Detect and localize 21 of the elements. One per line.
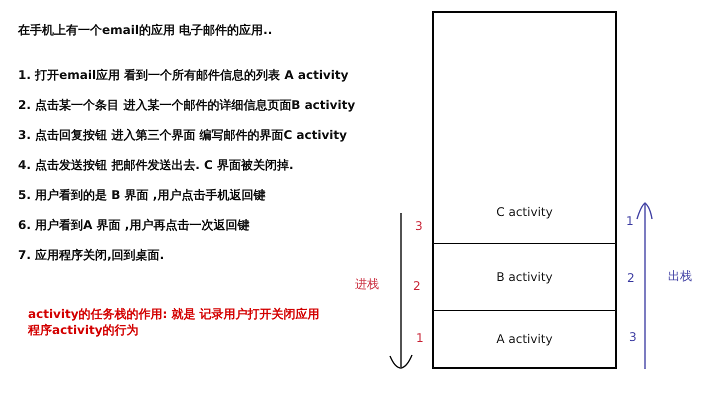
step-number: 2 — [413, 279, 421, 293]
step-number: 3 — [415, 219, 423, 233]
step-text: 3. 点击回复按钮 进入第三个界面 编写邮件的界面C activity — [18, 128, 347, 142]
activity-label: A activity — [496, 332, 553, 346]
title: 在手机上有一个email的应用 电子邮件的应用.. — [18, 23, 272, 37]
step-text: 7. 应用程序关闭,回到桌面. — [18, 248, 164, 262]
step-text: 1. 打开email应用 看到一个所有邮件信息的列表 A activity — [18, 68, 348, 82]
stack-frame — [432, 11, 617, 369]
push-label: 进栈 — [355, 277, 379, 291]
step-number: 2 — [627, 271, 635, 285]
step-text: 4. 点击发送按钮 把邮件发送出去. C 界面被关闭掉. — [18, 158, 294, 172]
step-number: 3 — [629, 330, 637, 344]
step-number: 1 — [626, 214, 634, 228]
pop-label: 出栈 — [668, 269, 692, 283]
step-text: 6. 用户看到A 界面 ,用户再点击一次返回键 — [18, 218, 250, 232]
activity-label: B activity — [496, 270, 553, 284]
note-text: activity的任务栈的作用: 就是 记录用户打开关闭应用程序activity的行为 — [28, 306, 321, 338]
step-text: 5. 用户看到的是 B 界面 ,用户点击手机返回键 — [18, 188, 266, 202]
step-text: 2. 点击某一个条目 进入某一个邮件的详细信息页面B activity — [18, 98, 356, 112]
step-number: 1 — [416, 331, 424, 345]
activity-label: C activity — [496, 205, 553, 219]
